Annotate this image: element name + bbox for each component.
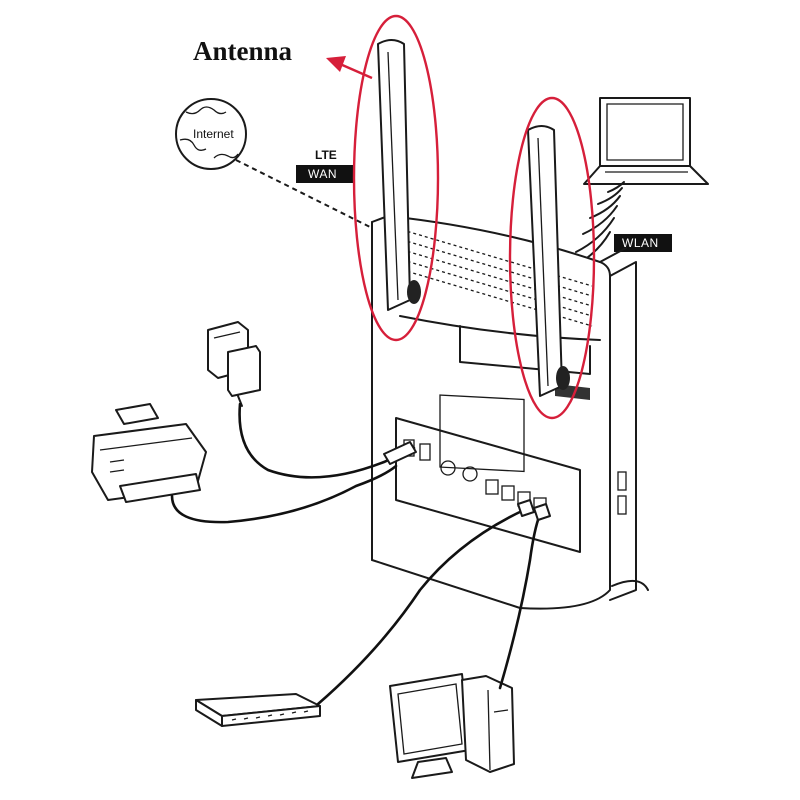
internet-dashed-link xyxy=(235,159,373,229)
antenna-left-highlight xyxy=(352,14,440,342)
antenna-left xyxy=(377,39,421,311)
desktop-computer-icon xyxy=(389,673,515,779)
wlan-tag: WLAN xyxy=(614,234,672,252)
lan-cable-pc xyxy=(498,512,542,690)
power-cable xyxy=(238,402,416,479)
wan-tag-bg xyxy=(296,165,354,183)
printer-icon xyxy=(91,403,207,503)
wlan-tag-bg xyxy=(614,234,672,252)
lte-label: LTE xyxy=(315,148,337,162)
wlan-label: WLAN xyxy=(622,236,659,250)
internet-globe-icon: Internet xyxy=(175,98,247,170)
internet-label: Internet xyxy=(193,127,234,141)
antenna-right-highlight xyxy=(508,96,596,420)
antenna-right xyxy=(527,125,570,397)
wan-label: WAN xyxy=(308,167,337,181)
antenna-arrow xyxy=(326,56,373,80)
laptop-icon xyxy=(583,97,709,185)
power-adapter-icon xyxy=(207,321,261,407)
antenna-label: Antenna xyxy=(193,36,293,66)
lan-cable-switch xyxy=(316,508,526,706)
network-switch-icon xyxy=(195,693,321,727)
lte-wan-tag: LTE WAN xyxy=(296,148,354,183)
cables xyxy=(170,402,551,706)
phone-cable xyxy=(170,464,398,524)
